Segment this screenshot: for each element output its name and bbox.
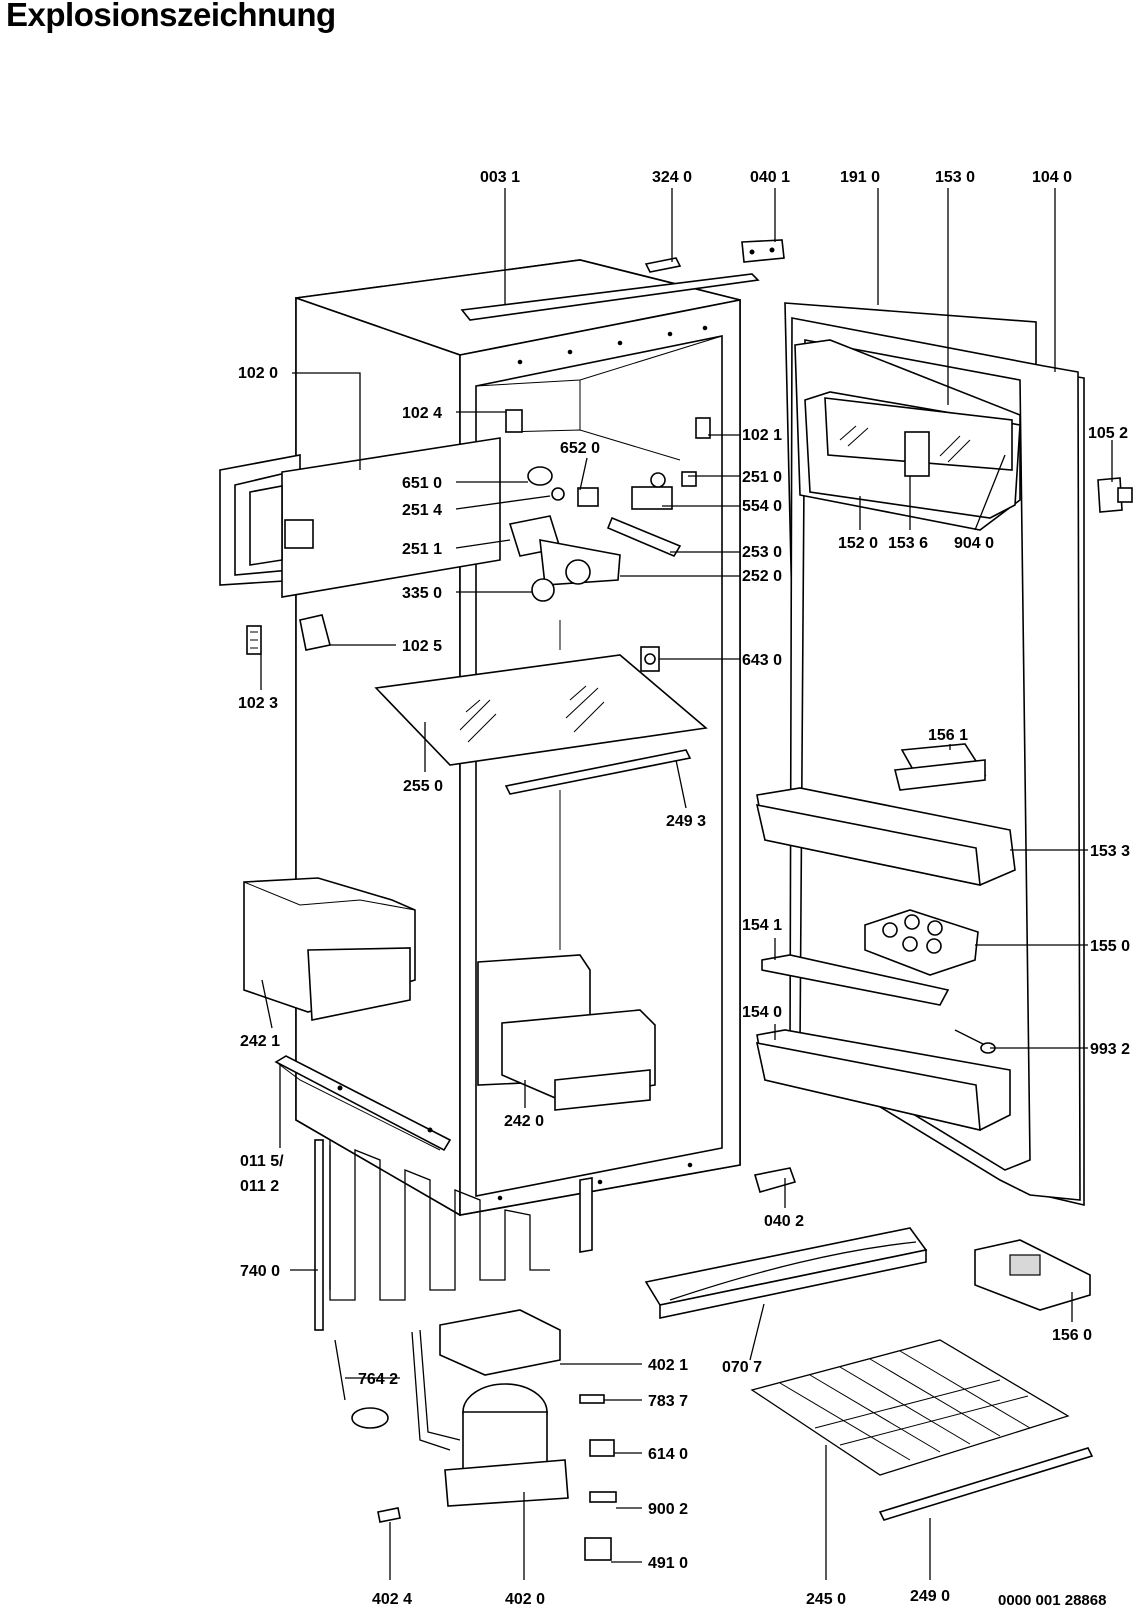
part-label-242-0: 242 0 xyxy=(504,1113,544,1130)
part-label-993-2: 993 2 xyxy=(1090,1041,1130,1058)
refrigerator-door xyxy=(753,302,1133,1207)
part-label-153-3: 153 3 xyxy=(1090,843,1130,860)
document-number: 0000 001 28868 xyxy=(998,1592,1106,1609)
part-label-153-6: 153 6 xyxy=(888,535,928,552)
part-label-652-0: 652 0 xyxy=(560,440,600,457)
vegetable-bin-inner xyxy=(477,954,656,1111)
part-label-904-0: 904 0 xyxy=(954,535,994,552)
part-label-251-4: 251 4 xyxy=(402,502,442,519)
part-label-251-1: 251 1 xyxy=(402,541,442,558)
part-label-011-5: 011 5/ xyxy=(240,1153,284,1170)
part-label-324-0: 324 0 xyxy=(652,169,692,186)
small-brackets-left xyxy=(246,614,331,655)
part-label-249-3: 249 3 xyxy=(666,813,706,830)
part-label-335-0: 335 0 xyxy=(402,585,442,602)
glass-shelf xyxy=(374,654,708,795)
part-label-255-0: 255 0 xyxy=(403,778,443,795)
part-label-242-1: 242 1 xyxy=(240,1033,280,1050)
compressor-assembly xyxy=(334,1309,617,1561)
part-label-154-1: 154 1 xyxy=(742,917,782,934)
freezer-compartment-door xyxy=(219,437,501,598)
part-label-252-0: 252 0 xyxy=(742,568,782,585)
part-label-040-1: 040 1 xyxy=(750,169,790,186)
part-label-104-0: 104 0 xyxy=(1032,169,1072,186)
part-label-491-0: 491 0 xyxy=(648,1555,688,1572)
part-label-102-1: 102 1 xyxy=(742,427,782,444)
part-label-102-4: 102 4 xyxy=(402,405,442,422)
part-label-402-1: 402 1 xyxy=(648,1357,688,1374)
part-label-251-0: 251 0 xyxy=(742,469,782,486)
part-label-155-0: 155 0 xyxy=(1090,938,1130,955)
part-label-402-4: 402 4 xyxy=(372,1591,412,1608)
part-label-156-1: 156 1 xyxy=(928,727,968,744)
part-label-156-0: 156 0 xyxy=(1052,1327,1092,1344)
part-label-764-2: 764 2 xyxy=(358,1371,398,1388)
part-label-102-5: 102 5 xyxy=(402,638,442,655)
part-label-154-0: 154 0 xyxy=(742,1004,782,1021)
bottom-front-strip xyxy=(274,1055,452,1152)
part-label-191-0: 191 0 xyxy=(840,169,880,186)
part-label-003-1: 003 1 xyxy=(480,169,520,186)
part-label-614-0: 614 0 xyxy=(648,1446,688,1463)
vegetable-bin-left xyxy=(243,877,416,1021)
part-label-253-0: 253 0 xyxy=(742,544,782,561)
part-label-040-2: 040 2 xyxy=(764,1213,804,1230)
part-label-783-7: 783 7 xyxy=(648,1393,688,1410)
part-label-249-0: 249 0 xyxy=(910,1588,950,1605)
part-label-153-0: 153 0 xyxy=(935,169,975,186)
condenser-coil xyxy=(314,1139,593,1331)
part-label-740-0: 740 0 xyxy=(240,1263,280,1280)
part-label-070-7: 070 7 xyxy=(722,1359,762,1376)
part-label-011-2: 011 2 xyxy=(240,1178,279,1195)
part-label-402-0: 402 0 xyxy=(505,1591,545,1608)
part-label-102-0: 102 0 xyxy=(238,365,278,382)
part-label-900-2: 900 2 xyxy=(648,1501,688,1518)
part-label-651-0: 651 0 xyxy=(402,475,442,492)
part-label-105-2: 105 2 xyxy=(1088,425,1128,442)
leader-lines xyxy=(260,188,1113,1580)
part-label-152-0: 152 0 xyxy=(838,535,878,552)
part-labels: 003 1 324 0 040 1 191 0 153 0 104 0 102 … xyxy=(238,169,1130,1609)
part-label-554-0: 554 0 xyxy=(742,498,782,515)
part-label-102-3: 102 3 xyxy=(238,695,278,712)
page-title: Explosionszeichnung xyxy=(6,0,336,33)
part-label-643-0: 643 0 xyxy=(742,652,782,669)
bottom-parts-right xyxy=(644,1227,1094,1521)
part-label-245-0: 245 0 xyxy=(806,1591,846,1608)
